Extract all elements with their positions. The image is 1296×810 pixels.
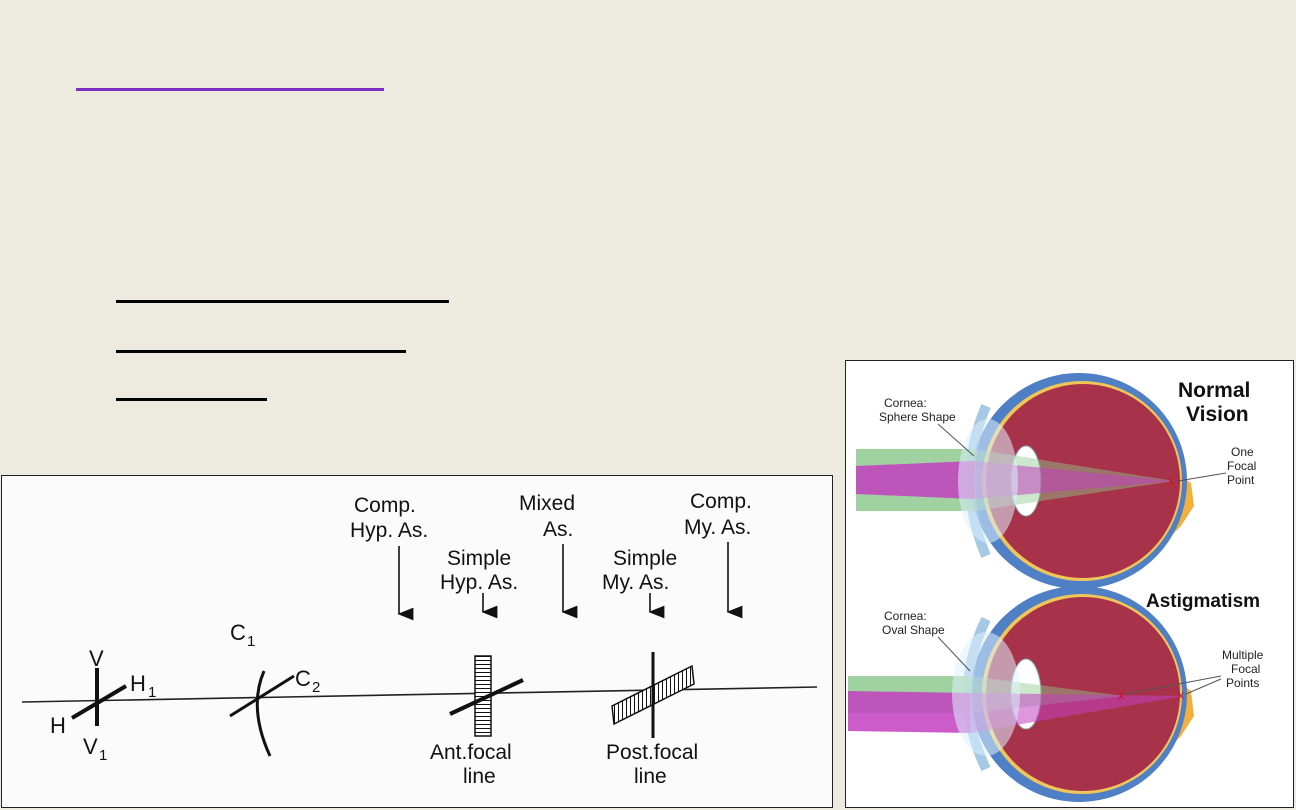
label-v1-sub: 1 bbox=[99, 747, 107, 764]
arrow-comp-hyp-line1: Comp. bbox=[354, 494, 416, 517]
arrow-simple-my: Simple My. As. bbox=[602, 547, 677, 619]
astigmatism-types-diagram: V H 1 H V 1 C 1 C 2 Comp. Hyp. As. Simpl… bbox=[1, 475, 833, 808]
label-h1-base: H bbox=[130, 671, 146, 696]
arrow-simple-hyp: Simple Hyp. As. bbox=[440, 547, 518, 619]
cornea-oval bbox=[952, 632, 1020, 756]
arrow-comp-my-line2: My. As. bbox=[684, 516, 751, 539]
ant-focal-line1: Ant.focal bbox=[430, 741, 512, 764]
focal-mark-normal: x bbox=[1168, 474, 1174, 488]
beam-magenta-astig bbox=[848, 691, 970, 733]
arrow-comp-my: Comp. My. As. bbox=[684, 490, 752, 619]
ant-focal-line2: line bbox=[463, 765, 496, 788]
arrow-comp-hyp-line2: Hyp. As. bbox=[350, 519, 428, 542]
normal-focal-line2: Focal bbox=[1227, 459, 1256, 473]
label-c1-base: C bbox=[230, 620, 246, 645]
beam-magenta-normal bbox=[856, 461, 974, 499]
focal-mark-astig-2: x bbox=[1178, 688, 1184, 702]
astig-cornea-line1: Cornea: bbox=[884, 609, 927, 623]
label-c2-base: C bbox=[295, 666, 311, 691]
arrow-comp-my-line1: Comp. bbox=[690, 490, 752, 513]
normal-title-line2: Vision bbox=[1186, 403, 1249, 426]
astig-focal-line3: Points bbox=[1226, 676, 1259, 690]
label-c1-sub: 1 bbox=[247, 633, 255, 650]
bullet-line-1 bbox=[116, 300, 449, 303]
eye-comparison-svg: x Normal Vision Cornea: Sphere Shape One… bbox=[848, 373, 1264, 802]
astig-cornea-line2: Oval Shape bbox=[882, 623, 945, 637]
astig-title: Astigmatism bbox=[1146, 591, 1260, 612]
point-cross bbox=[70, 668, 128, 726]
arrow-mixed: Mixed As. bbox=[519, 492, 578, 619]
normal-focal-line3: Point bbox=[1227, 473, 1255, 487]
arrow-mixed-line1: Mixed bbox=[519, 492, 575, 515]
astigmatism-types-svg: V H 1 H V 1 C 1 C 2 Comp. Hyp. As. Simpl… bbox=[21, 490, 818, 788]
curvature-marks bbox=[229, 670, 295, 757]
posterior-focal-line bbox=[611, 652, 695, 738]
arrow-simple-my-line2: My. As. bbox=[602, 571, 669, 594]
astigmatism-eye: x x bbox=[848, 586, 1194, 802]
anterior-focal-line bbox=[449, 655, 524, 737]
label-c2-sub: 2 bbox=[312, 679, 320, 696]
post-focal-line2: line bbox=[634, 765, 667, 788]
post-focal-line1: Post.focal bbox=[606, 741, 698, 764]
label-v: V bbox=[89, 646, 104, 671]
normal-focal-line1: One bbox=[1231, 445, 1254, 459]
normal-title-line1: Normal bbox=[1178, 379, 1250, 402]
focal-mark-astig-1: x bbox=[1118, 688, 1124, 702]
normal-eye: x bbox=[856, 373, 1194, 589]
bullet-line-2 bbox=[116, 350, 406, 353]
arrow-mixed-line2: As. bbox=[543, 518, 573, 541]
eyeball-astig bbox=[986, 597, 1180, 791]
arrow-simple-my-line1: Simple bbox=[613, 547, 677, 570]
label-h: H bbox=[50, 713, 66, 738]
eye-comparison-illustration: x Normal Vision Cornea: Sphere Shape One… bbox=[845, 360, 1294, 808]
bullet-line-3 bbox=[116, 398, 267, 401]
normal-cornea-line2: Sphere Shape bbox=[879, 410, 956, 424]
label-v1-base: V bbox=[83, 734, 98, 759]
normal-cornea-line1: Cornea: bbox=[884, 396, 927, 410]
astig-focal-line2: Focal bbox=[1231, 662, 1260, 676]
arrow-comp-hyp: Comp. Hyp. As. bbox=[350, 494, 428, 621]
cornea-sphere bbox=[958, 419, 1018, 543]
title-underline bbox=[76, 88, 384, 91]
label-h1-sub: 1 bbox=[148, 684, 156, 701]
arrow-simple-hyp-line1: Simple bbox=[447, 547, 511, 570]
astig-focal-line1: Multiple bbox=[1222, 648, 1264, 662]
arrow-simple-hyp-line2: Hyp. As. bbox=[440, 571, 518, 594]
